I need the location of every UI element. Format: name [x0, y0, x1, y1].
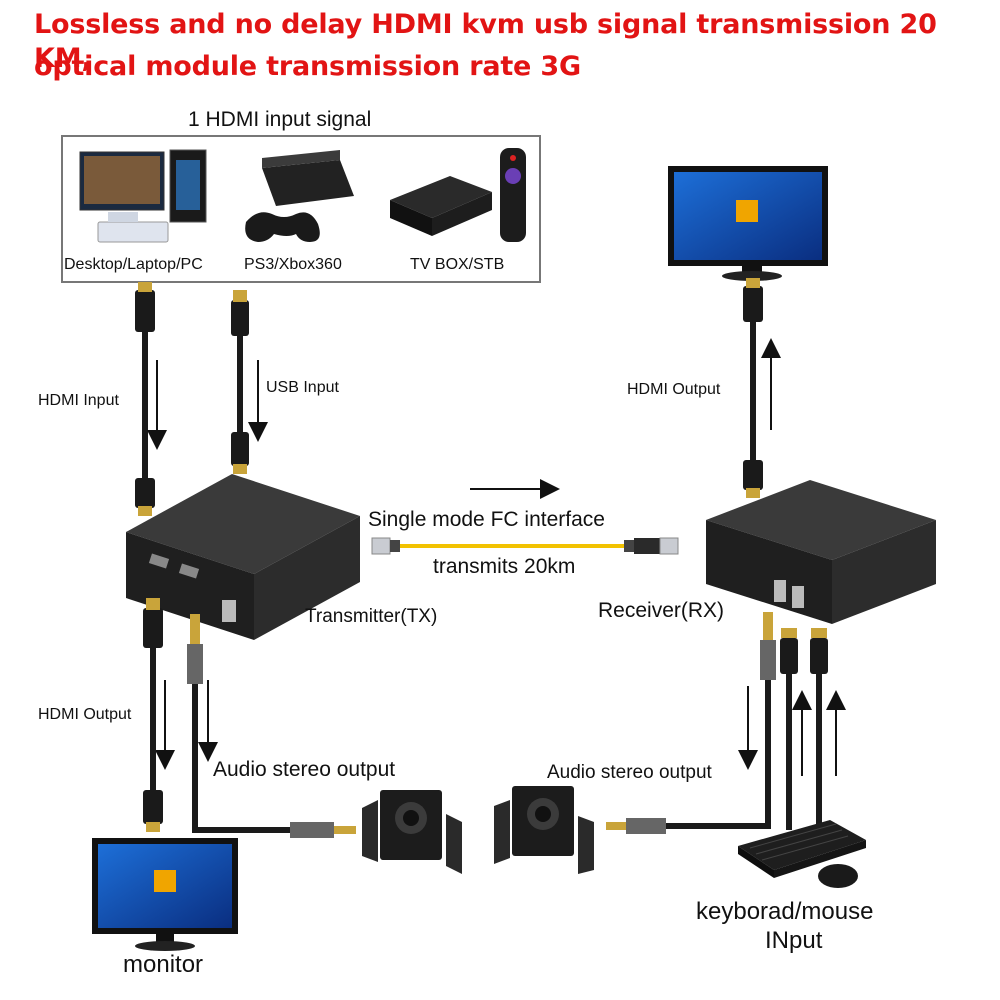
tx-audio-label: Audio stereo output: [213, 758, 395, 782]
device-label-console: PS3/Xbox360: [244, 256, 342, 274]
source-panel-heading: 1 HDMI input signal: [188, 108, 371, 132]
usb-input-label: USB Input: [266, 379, 339, 397]
keyboard-label-line2: INput: [765, 927, 822, 955]
transmitter-label: Transmitter(TX): [305, 606, 437, 628]
tx-speakers-icon: [362, 790, 462, 874]
device-label-tvbox: TV BOX/STB: [410, 256, 504, 274]
rx-audio-cable: [606, 612, 776, 834]
receiver-box: [706, 480, 936, 624]
fiber-interface-label: Single mode FC interface: [368, 508, 605, 532]
monitor-label: monitor: [123, 951, 203, 979]
hdmi-input-cable: [135, 282, 155, 516]
fiber-distance-label: transmits 20km: [433, 555, 575, 579]
tx-monitor-icon: [92, 838, 238, 951]
hdmi-input-label: HDMI Input: [38, 392, 119, 410]
tx-hdmi-output-cable: [143, 598, 163, 832]
rx-hdmi-output-cable: [743, 278, 763, 498]
usb-input-cable: [231, 290, 249, 474]
rx-monitor-icon: [668, 166, 828, 281]
tx-hdmi-output-label: HDMI Output: [38, 706, 131, 724]
rx-hdmi-output-label: HDMI Output: [627, 381, 720, 399]
rx-speakers-icon: [494, 786, 594, 874]
receiver-label: Receiver(RX): [598, 599, 724, 623]
device-label-pc: Desktop/Laptop/PC: [64, 256, 203, 274]
rx-usb-cables: [780, 628, 828, 830]
fiber-cable: [372, 538, 678, 554]
rx-audio-label: Audio stereo output: [547, 762, 712, 784]
keyboard-mouse-icon: [738, 820, 866, 888]
tx-audio-cable: [187, 614, 356, 838]
keyboard-label-line1: keyborad/mouse: [696, 898, 873, 926]
